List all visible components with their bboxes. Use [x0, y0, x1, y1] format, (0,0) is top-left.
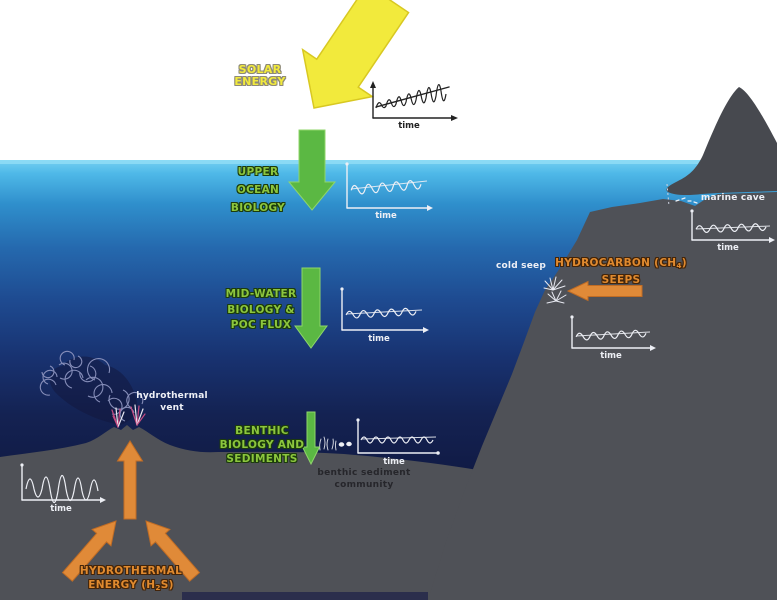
clam	[346, 441, 352, 447]
time-axis-label: time	[398, 121, 420, 131]
upper-ocean-biology-label: UPPER OCEAN BIOLOGY	[231, 163, 285, 217]
label-line: benthic sediment	[317, 468, 411, 478]
time-axis-label: time	[383, 457, 405, 467]
island-mountain	[666, 87, 777, 196]
benthic-biology-label: BENTHIC BIOLOGY AND SEDIMENTS	[220, 424, 305, 466]
benthic-arrow	[301, 411, 321, 466]
marine-cave-annotation: marine cave	[700, 193, 766, 203]
upper-ocean-arrow	[287, 129, 337, 211]
label-line: community	[334, 480, 394, 490]
time-axis-label: time	[600, 351, 622, 361]
label-part: ENERGY (H	[88, 579, 156, 591]
right-slope-shelf	[428, 192, 777, 600]
hydrocarbon-seeps-arrow	[566, 280, 643, 302]
smoke-plume	[39, 350, 144, 425]
label-part: )	[681, 257, 687, 269]
label-line: BIOLOGY &	[227, 303, 295, 316]
label-line: SOLAR	[238, 63, 282, 76]
time-series-graph-benthic: time	[356, 418, 440, 467]
label-line: hydrothermal	[136, 391, 208, 401]
mid-water-biology-label: MID-WATER BIOLOGY & POC FLUX	[226, 287, 297, 334]
label-line: POC FLUX	[230, 319, 292, 331]
label-part: HYDROCARBON (CH	[555, 257, 677, 269]
label-line: vent	[160, 403, 184, 413]
mid-water-arrow	[294, 267, 328, 349]
clam	[338, 442, 345, 447]
label-line: OCEAN	[236, 184, 280, 196]
subscript: 2	[155, 582, 161, 592]
time-series-graph-upper-ocean: time	[345, 162, 433, 221]
time-series-graph-vent: time	[20, 463, 106, 514]
label-line: MID-WATER	[225, 288, 297, 300]
label-line: SEEPS	[601, 273, 641, 286]
vent-tubeworms	[111, 404, 146, 428]
time-axis-label: time	[717, 243, 739, 253]
subscript: 4	[676, 260, 682, 270]
label-line: BIOLOGY	[230, 202, 286, 214]
hydrothermal-vent-annotation: hydrothermal vent	[136, 390, 208, 414]
cold-seep-annotation: cold seep	[496, 261, 546, 271]
time-axis-label: time	[368, 334, 390, 344]
hydrothermal-vent-arrow	[116, 440, 144, 520]
hydrocarbon-seeps-label: HYDROCARBON (CH4) SEEPS	[555, 256, 687, 287]
time-series-graph-mid-water: time	[340, 287, 429, 344]
time-series-graph-cave: time	[690, 209, 775, 253]
benthic-community-annotation: benthic sediment community	[317, 467, 410, 491]
label-line: BIOLOGY AND	[219, 439, 305, 451]
solar-energy-label: SOLAR ENERGY	[234, 64, 285, 87]
bottom-dark-strip	[182, 592, 428, 600]
time-axis-label: time	[50, 504, 72, 514]
label-line: SEDIMENTS	[226, 453, 298, 465]
label-line: BENTHIC	[235, 425, 289, 437]
time-series-graph-seep: time	[570, 315, 656, 361]
time-series-graph-solar: time	[370, 81, 458, 131]
hydrothermal-energy-arrow-left	[61, 520, 117, 582]
time-axis-label: time	[375, 211, 397, 221]
label-part: S)	[160, 579, 174, 591]
label-line: HYDROTHERMAL	[79, 565, 183, 577]
hydrothermal-energy-label: HYDROTHERMAL ENERGY (H2S)	[80, 564, 182, 595]
benthic-organisms	[319, 436, 352, 451]
hydrothermal-energy-arrow-right	[145, 520, 201, 582]
label-line: HYDROCARBON (CH4)	[555, 256, 687, 273]
label-line: UPPER	[237, 166, 279, 178]
marine-cave-markers	[666, 183, 698, 207]
label-line: ENERGY	[234, 74, 286, 88]
solar-energy-arrow	[301, 0, 410, 109]
cold-seep-tubeworms	[543, 276, 567, 304]
sea-surface-line	[0, 160, 777, 164]
label-line: ENERGY (H2S)	[80, 578, 182, 595]
